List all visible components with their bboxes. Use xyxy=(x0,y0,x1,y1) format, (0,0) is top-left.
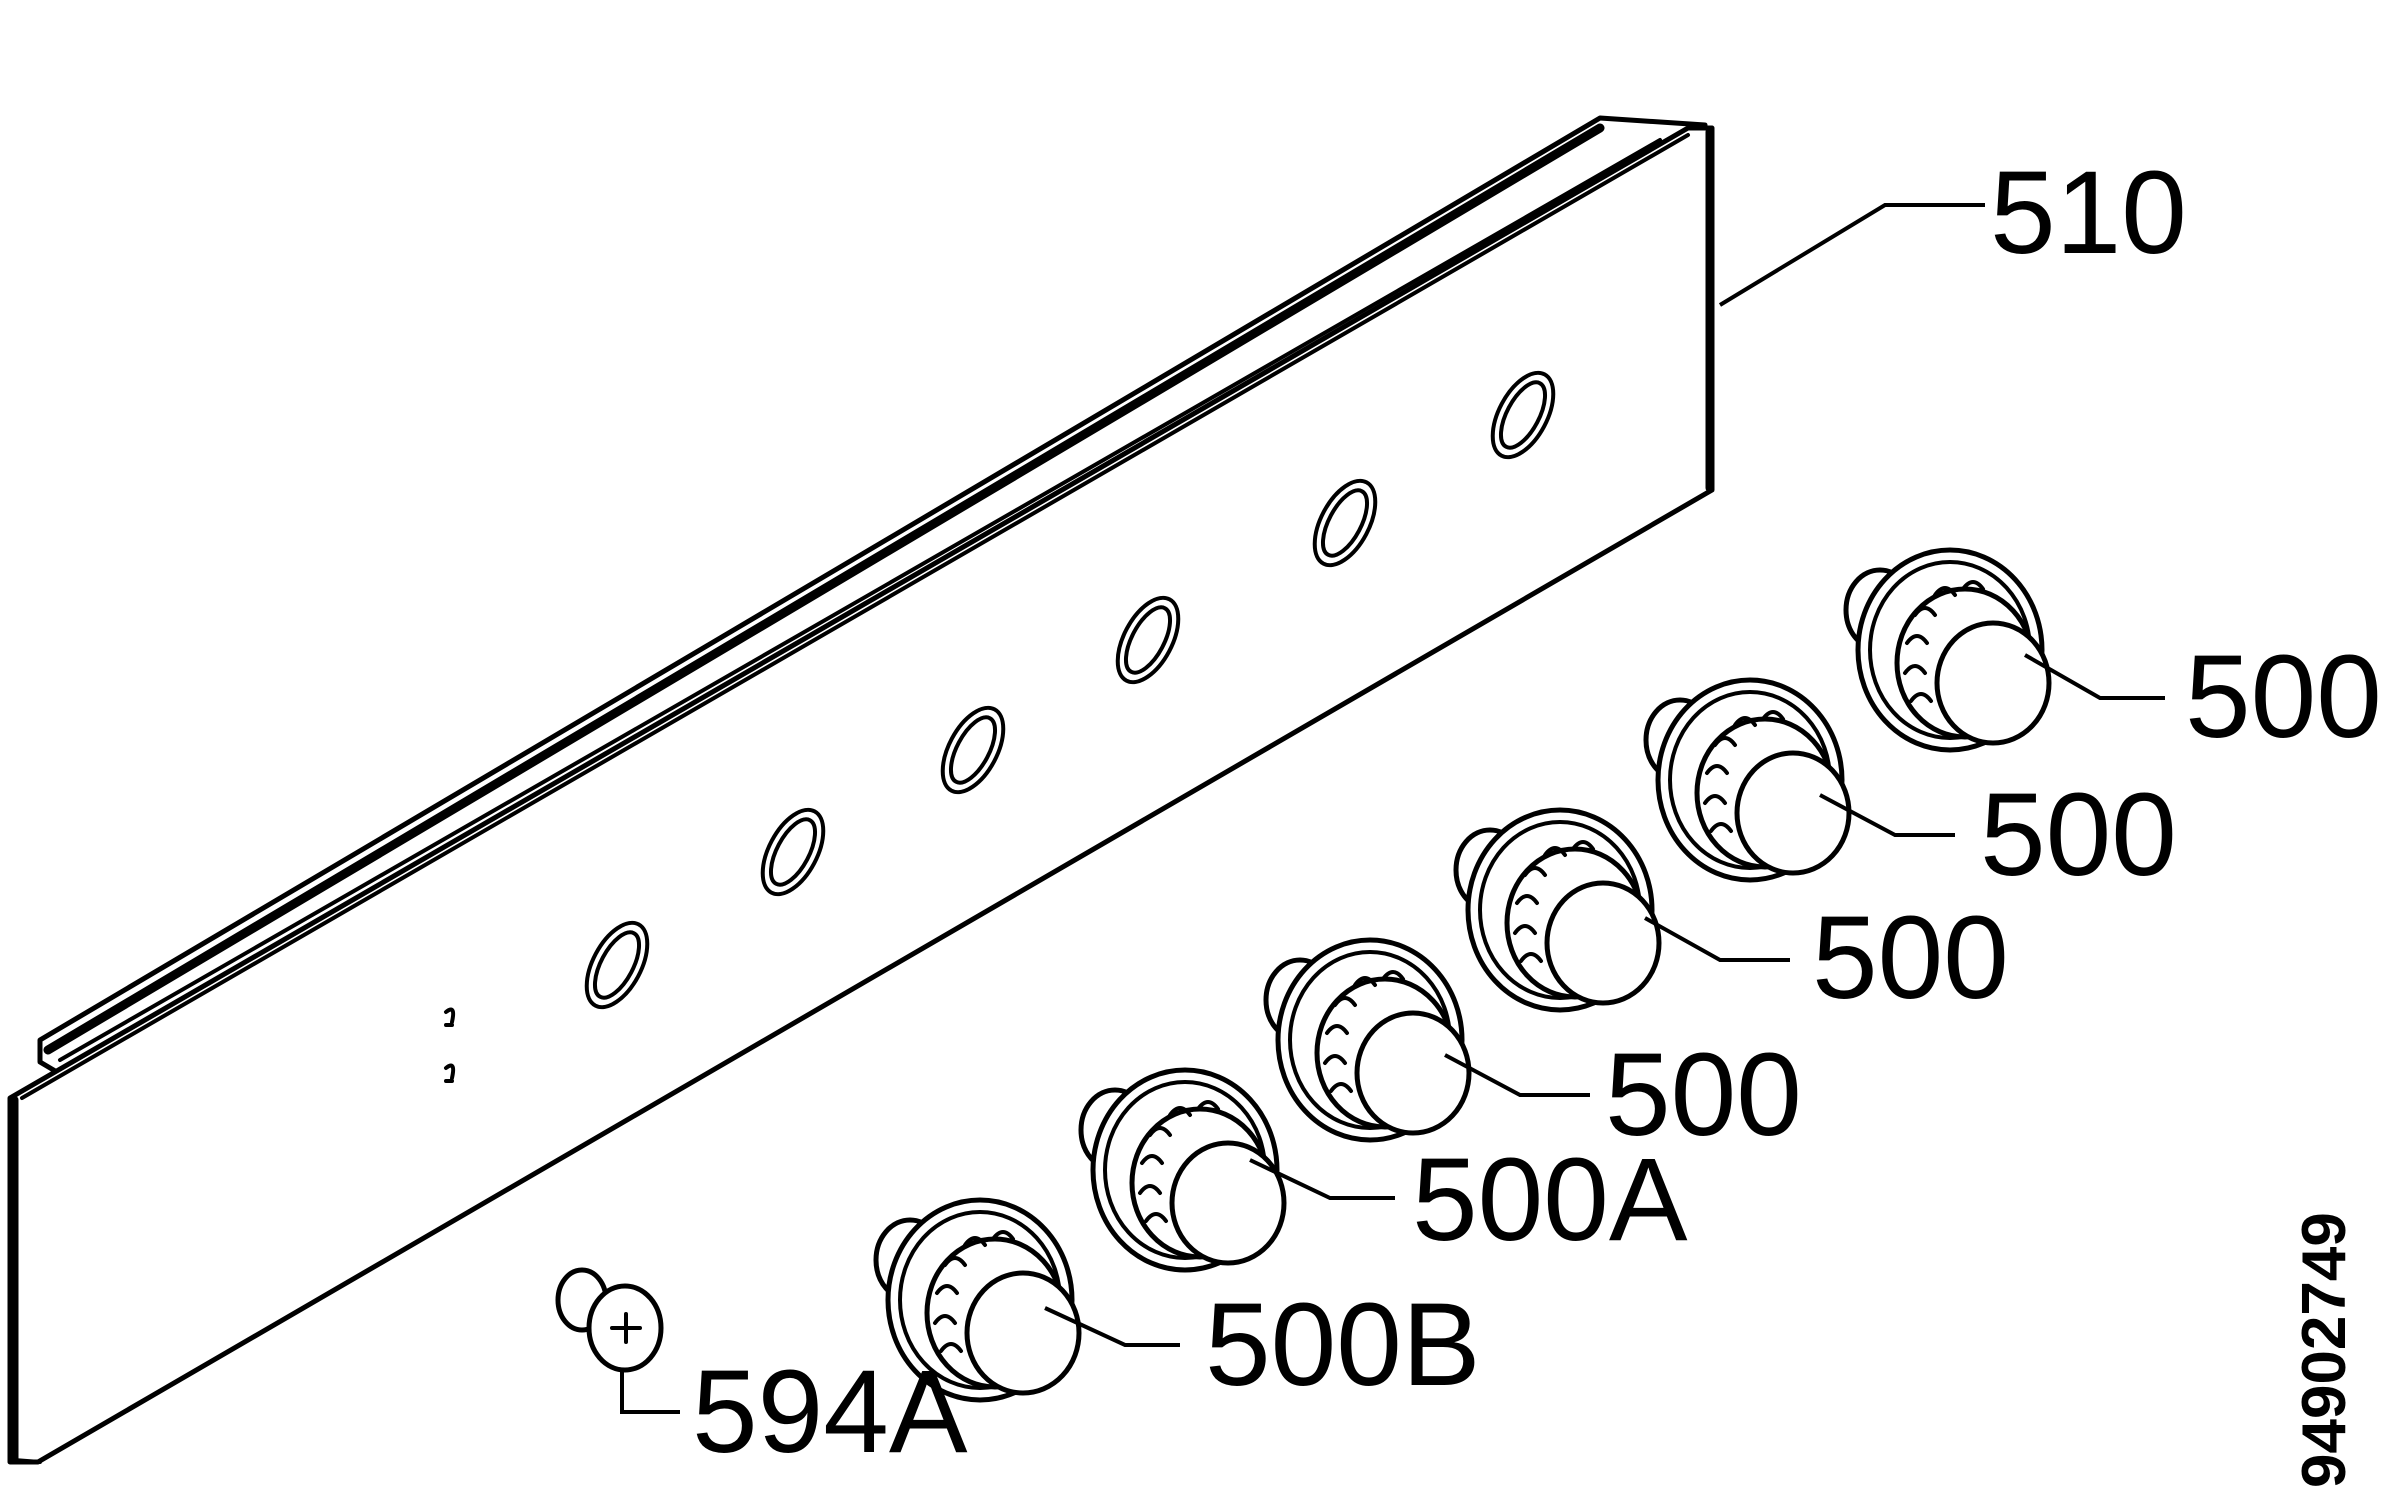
panel-rim-inner-line xyxy=(58,138,1662,1062)
leader-line-knob-2 xyxy=(1819,793,1955,837)
leader-line-panel xyxy=(1718,203,1985,307)
label-knob-5: 500A xyxy=(1412,1134,1688,1266)
knob xyxy=(1646,680,1849,880)
panel-hole xyxy=(584,920,650,1010)
label-panel: 510 xyxy=(1990,147,2187,279)
screw xyxy=(555,1267,664,1373)
label-knob-4: 500 xyxy=(1605,1029,1802,1161)
panel-hole xyxy=(760,807,826,897)
label-knob-1: 500 xyxy=(2185,631,2382,763)
label-knob-2: 500 xyxy=(1980,769,2177,901)
leader-line-knob-4 xyxy=(1444,1053,1590,1097)
panel-hole xyxy=(940,705,1006,795)
panel-bottom-edge xyxy=(12,1458,42,1464)
panel-hole xyxy=(1115,595,1181,685)
knob xyxy=(1266,940,1469,1140)
panel-hole xyxy=(1312,478,1378,568)
knob xyxy=(1456,810,1659,1010)
drawing-number: 94902749 xyxy=(2290,1212,2359,1488)
leader-line-knob-1 xyxy=(2024,653,2165,700)
panel-indicator-mark xyxy=(444,1007,456,1027)
knob xyxy=(1846,550,2049,750)
leader-line-knob-3 xyxy=(1644,916,1790,962)
panel-hole xyxy=(1490,370,1556,460)
control-panel xyxy=(7,115,1715,1465)
leader-line-screw xyxy=(620,1370,680,1414)
leader-line-knob-5 xyxy=(1249,1158,1395,1200)
label-knob-3: 500 xyxy=(1812,892,2009,1024)
panel-rim-edge xyxy=(43,123,1605,1055)
label-screw: 594A xyxy=(692,1346,968,1478)
leader-line-knob-6 xyxy=(1044,1306,1180,1347)
panel-top-edge xyxy=(20,133,1690,1100)
leader-lines xyxy=(620,203,2165,1414)
panel-indicator-mark xyxy=(444,1063,456,1083)
knob xyxy=(1081,1070,1284,1270)
label-knob-6: 500B xyxy=(1205,1279,1481,1411)
